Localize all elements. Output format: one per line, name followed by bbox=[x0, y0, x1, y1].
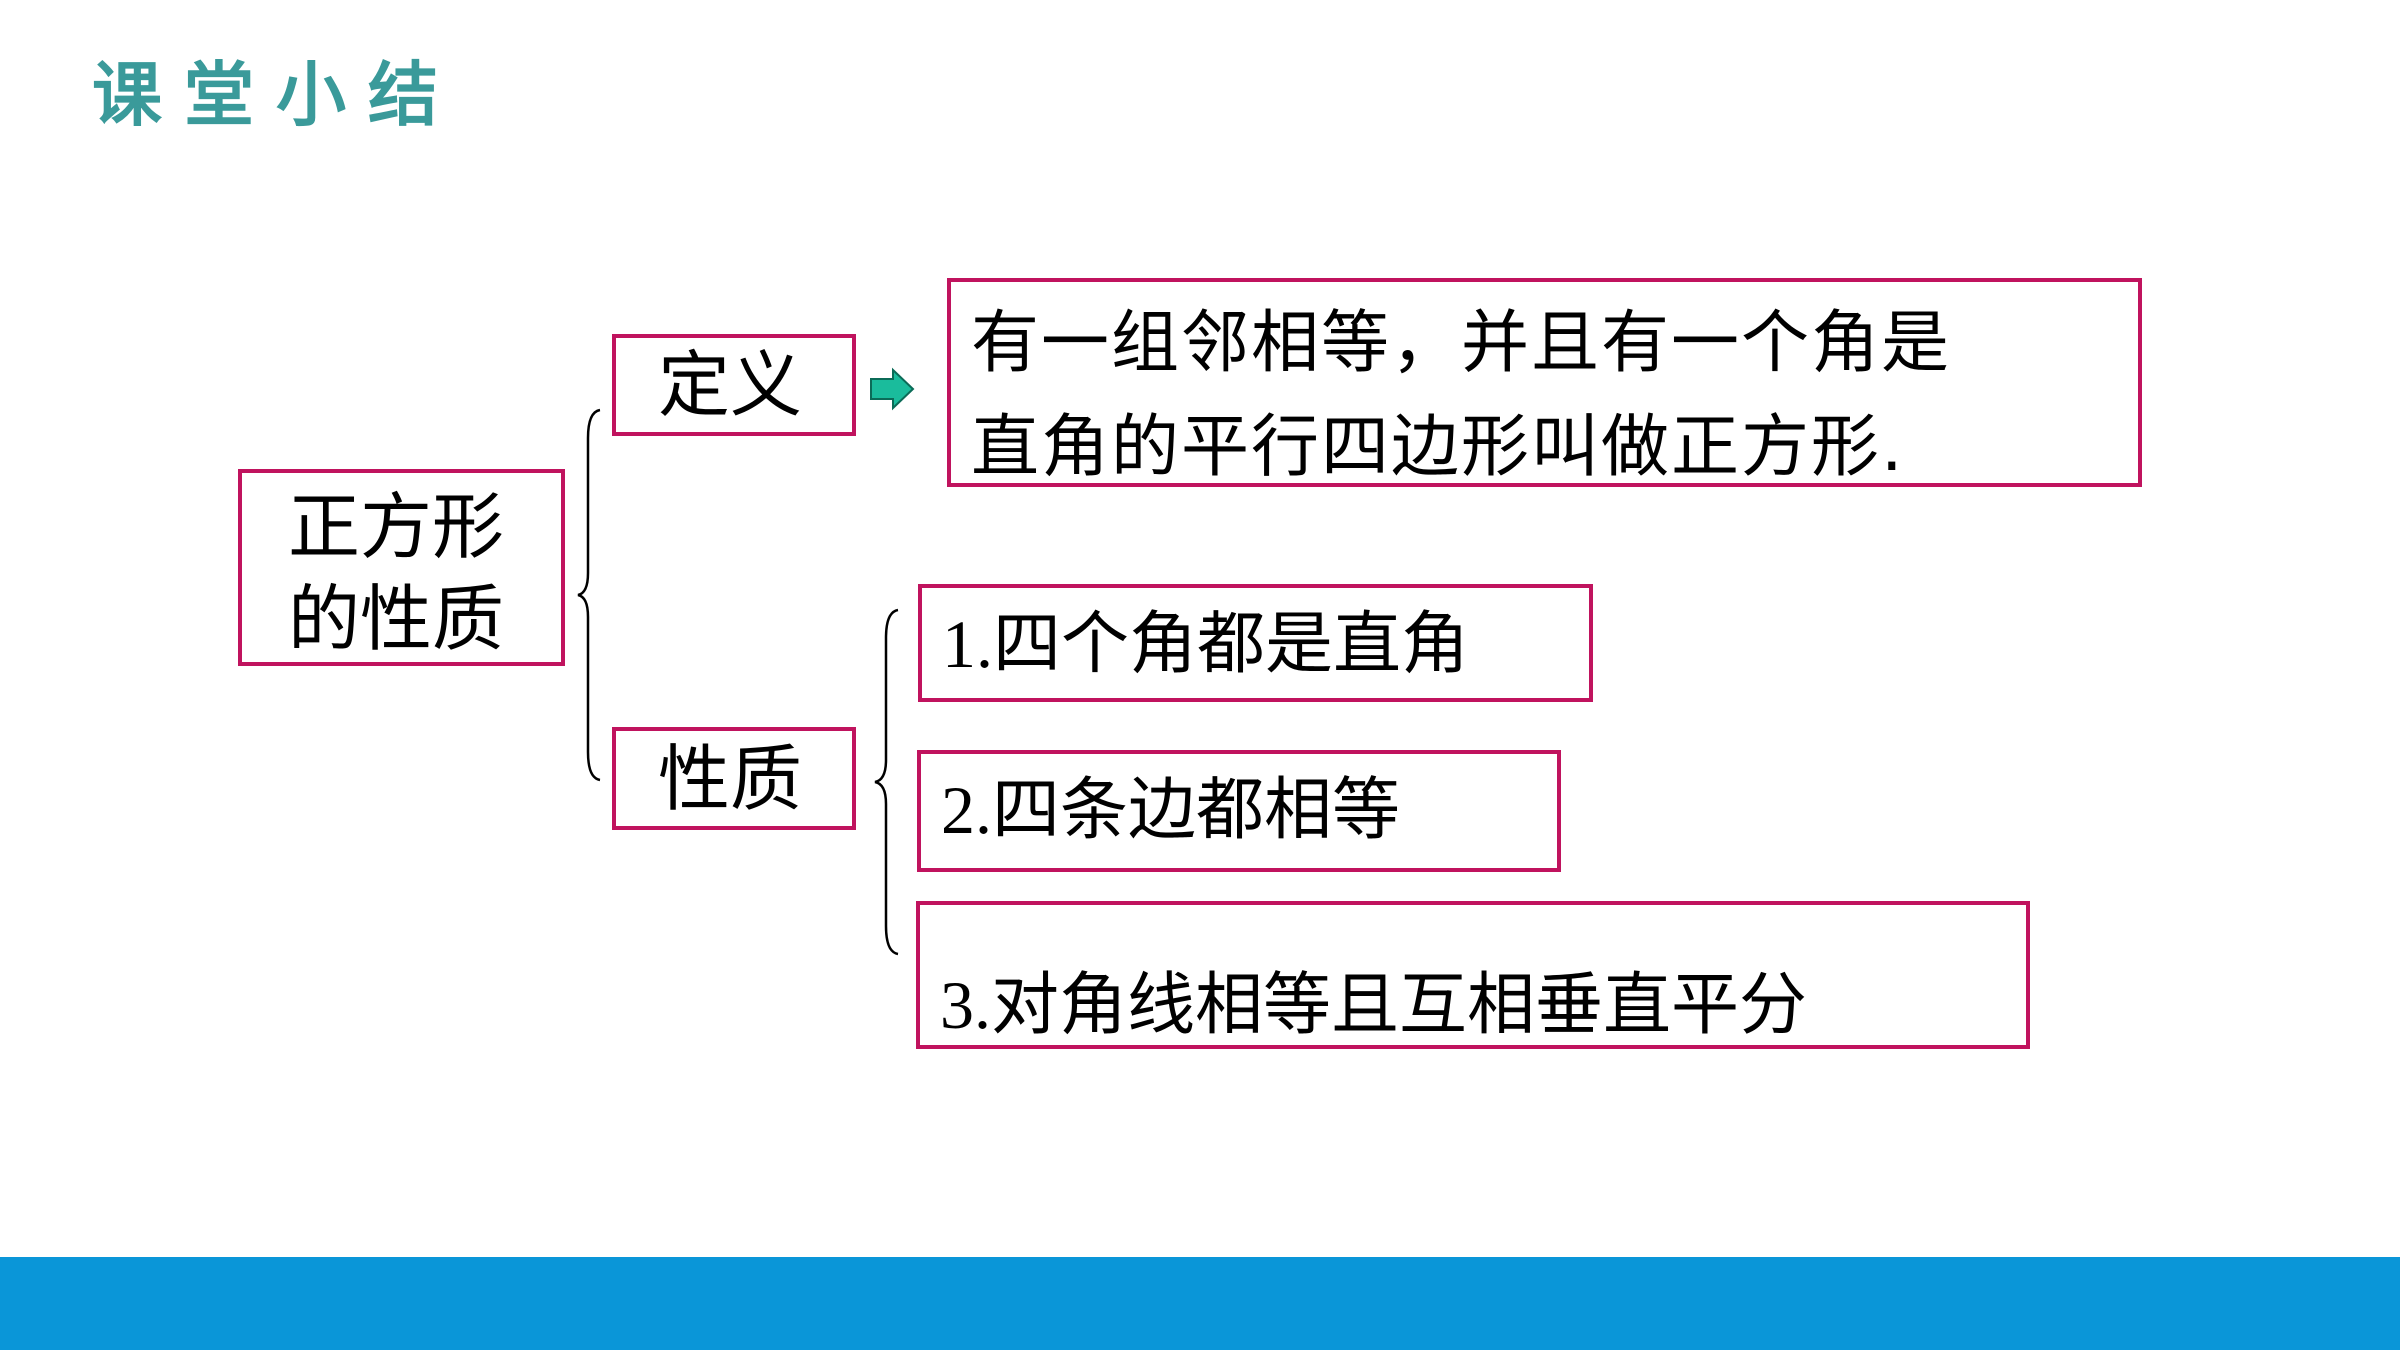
property-item-3-number: 3. bbox=[940, 967, 991, 1043]
definition-text-line2: 直角的平行四边形叫做正方形. bbox=[971, 408, 1905, 487]
properties-label: 性质 bbox=[658, 737, 803, 821]
property-item-2-text: 四条边都相等 bbox=[992, 771, 1401, 850]
definition-text-box: 有一组邻相等，并且有一个角是 直角的平行四边形叫做正方形. bbox=[947, 278, 2142, 487]
root-node-line2: 的性质 bbox=[288, 577, 505, 661]
root-brace bbox=[577, 408, 601, 782]
properties-label-box: 性质 bbox=[612, 727, 856, 830]
property-item-3: 3.对角线相等且互相垂直平分 bbox=[916, 901, 2030, 1049]
property-item-2-number: 2. bbox=[941, 772, 992, 848]
bottom-bar bbox=[0, 1257, 2400, 1350]
property-item-3-text: 对角线相等且互相垂直平分 bbox=[991, 966, 1808, 1045]
property-item-1-number: 1. bbox=[942, 606, 993, 682]
property-item-1-text: 四个角都是直角 bbox=[993, 605, 1470, 684]
arrow-right-icon bbox=[870, 367, 915, 411]
slide-title: 课堂小结 bbox=[92, 54, 460, 136]
definition-label: 定义 bbox=[658, 343, 803, 427]
property-item-2: 2.四条边都相等 bbox=[917, 750, 1561, 872]
root-node: 正方形 的性质 bbox=[238, 469, 565, 666]
property-item-1: 1.四个角都是直角 bbox=[918, 584, 1593, 702]
properties-brace bbox=[874, 608, 899, 956]
definition-text-line1: 有一组邻相等，并且有一个角是 bbox=[971, 304, 1952, 383]
definition-label-box: 定义 bbox=[612, 334, 856, 436]
root-node-line1: 正方形 bbox=[288, 485, 505, 569]
